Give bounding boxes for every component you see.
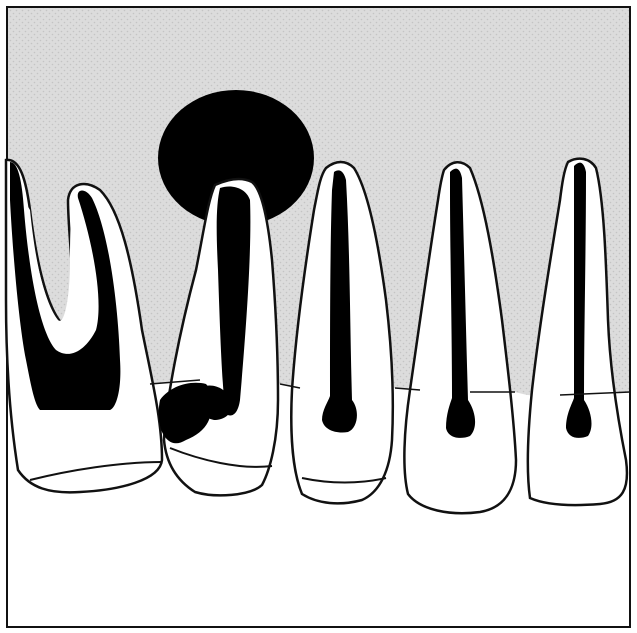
dental-radiograph-figure: [0, 0, 637, 633]
radiograph-drawing: [0, 0, 637, 633]
